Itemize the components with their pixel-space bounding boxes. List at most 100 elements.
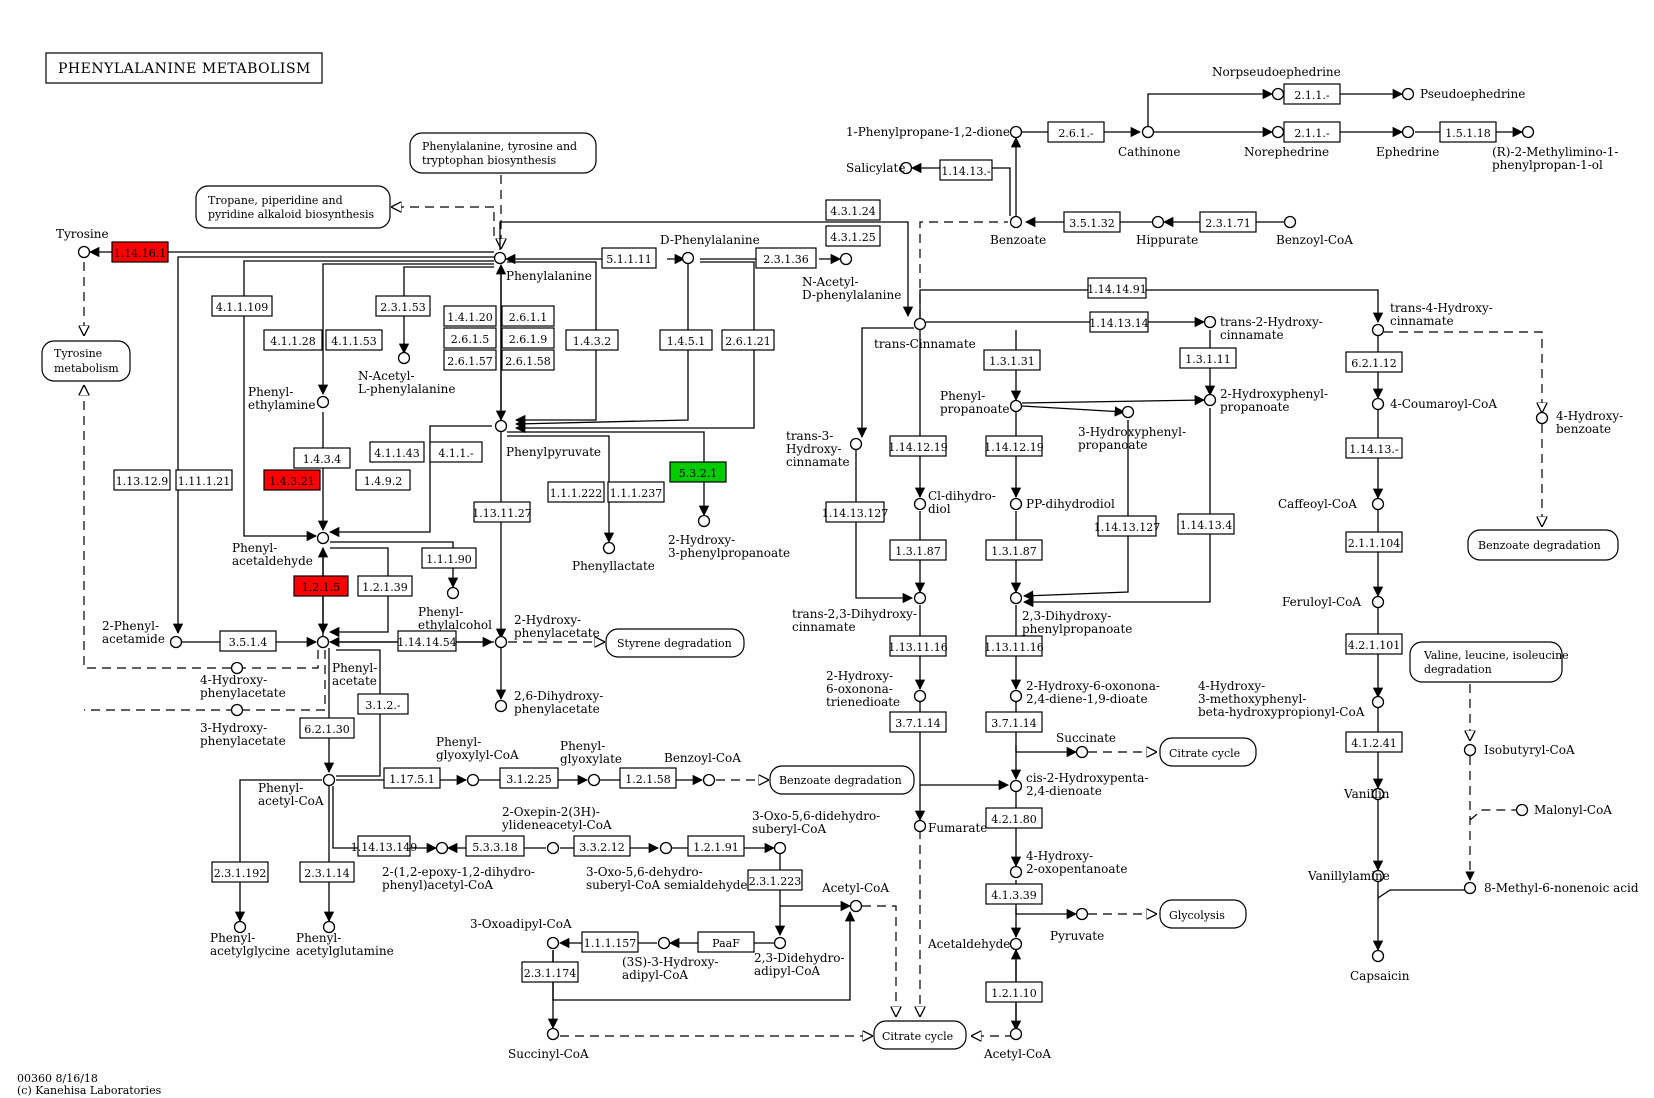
compound-node[interactable] xyxy=(1371,949,1385,963)
compound-node[interactable] xyxy=(913,689,927,703)
enzyme-box[interactable] xyxy=(1345,437,1403,459)
compound-node[interactable] xyxy=(1535,411,1549,425)
compound-node[interactable] xyxy=(899,161,913,175)
enzyme-box[interactable] xyxy=(1097,515,1157,537)
compound-node[interactable] xyxy=(1371,497,1385,511)
map-box[interactable] xyxy=(1409,641,1563,683)
enzyme-1-1-1-237[interactable]: 1.1.1.237 xyxy=(607,481,665,503)
enzyme-2-3-1-192[interactable]: 2.3.1.192 xyxy=(211,861,269,883)
compound-c43[interactable]: Benzoyl-CoA xyxy=(1276,215,1353,248)
enzyme-1-2-1-58[interactable]: 1.2.1.58 xyxy=(619,767,677,789)
compound-node[interactable] xyxy=(316,635,330,649)
enzyme-box[interactable] xyxy=(355,469,411,491)
enzyme-box[interactable] xyxy=(473,501,531,523)
map-box[interactable] xyxy=(41,340,131,382)
enzyme-box[interactable] xyxy=(825,501,885,523)
compound-node[interactable] xyxy=(316,395,330,409)
compound-node[interactable] xyxy=(1009,125,1023,139)
compound-node[interactable] xyxy=(849,437,863,451)
enzyme-box[interactable] xyxy=(357,835,411,857)
compound-node[interactable] xyxy=(1371,595,1385,609)
enzyme-2-3-1-14[interactable]: 2.3.1.14 xyxy=(299,861,355,883)
compound-c55[interactable]: 2-Hydroxy-6-oxonona-2,4-diene-1,9-dioate xyxy=(1009,679,1160,706)
compound-c65[interactable]: 4-Hydroxy-benzoate xyxy=(1535,409,1624,436)
compound-c31[interactable]: Phenyl-acetylglycine xyxy=(210,920,290,959)
enzyme-4-3-1-24[interactable]: 4.3.1.24 xyxy=(825,199,881,221)
enzyme-box[interactable] xyxy=(397,630,457,652)
compound-c29[interactable]: 2,3-Didehydro-adipyl-CoA xyxy=(754,936,845,979)
enzyme-box[interactable] xyxy=(211,861,269,883)
compound-node[interactable] xyxy=(1151,215,1165,229)
compound-node[interactable] xyxy=(1521,125,1535,139)
compound-c11[interactable]: Phenyl-acetate xyxy=(316,635,378,689)
compound-c53[interactable]: 2,3-Dihydroxy-phenylpropanoate xyxy=(1009,591,1133,637)
compound-node[interactable] xyxy=(1009,779,1023,793)
compound-node[interactable] xyxy=(1009,591,1023,605)
enzyme-box[interactable] xyxy=(443,327,497,349)
compound-node[interactable] xyxy=(169,635,183,649)
enzyme-1-13-11-27[interactable]: 1.13.11.27 xyxy=(472,501,532,523)
compound-node[interactable] xyxy=(494,699,508,713)
enzyme-box[interactable] xyxy=(1063,211,1121,233)
enzyme-box[interactable] xyxy=(747,869,803,891)
enzyme-box[interactable] xyxy=(421,547,477,569)
compound-node[interactable] xyxy=(1371,695,1385,709)
map-box[interactable] xyxy=(605,628,745,658)
compound-node[interactable] xyxy=(659,841,673,855)
compound-node[interactable] xyxy=(493,251,507,265)
compound-c14[interactable]: 2-Hydroxy-phenylacetate xyxy=(494,613,600,649)
enzyme-1-14-14-91[interactable]: 1.14.14.91 xyxy=(1087,277,1147,299)
enzyme-box[interactable] xyxy=(219,630,277,652)
map-box[interactable] xyxy=(1159,737,1257,767)
enzyme-1-11-1-21[interactable]: 1.11.1.21 xyxy=(175,469,233,491)
enzyme-1-4-5-1[interactable]: 1.4.5.1 xyxy=(659,329,713,351)
enzyme-box[interactable] xyxy=(1345,351,1403,373)
compound-node[interactable] xyxy=(702,773,716,787)
enzyme-box[interactable] xyxy=(1087,277,1147,299)
map-box[interactable] xyxy=(769,765,915,795)
enzyme-box[interactable] xyxy=(175,469,233,491)
enzyme-1-14-14-54[interactable]: 1.14.14.54 xyxy=(397,630,457,652)
enzyme-1-4-3-2[interactable]: 1.4.3.2 xyxy=(565,329,619,351)
compound-node[interactable] xyxy=(773,936,787,950)
enzyme-box[interactable] xyxy=(501,305,555,327)
compound-c68[interactable]: 4-Hydroxy-3-methoxyphenyl-beta-hydroxypr… xyxy=(1198,679,1385,719)
compound-c42[interactable]: Hippurate xyxy=(1136,215,1198,248)
enzyme-2-1-1-[interactable]: 2.1.1.- xyxy=(1283,83,1341,105)
enzyme-4-1-1-109[interactable]: 4.1.1.109 xyxy=(211,295,273,317)
compound-c67[interactable]: Feruloyl-CoA xyxy=(1282,595,1385,609)
enzyme-box[interactable] xyxy=(687,835,745,857)
map-box[interactable] xyxy=(1467,529,1619,561)
compound-c22[interactable]: 2-Oxepin-2(3H)-ylideneacetyl-CoA xyxy=(501,805,612,855)
enzyme-4-1-3-39[interactable]: 4.1.3.39 xyxy=(985,883,1043,905)
compound-node[interactable] xyxy=(397,351,411,365)
enzyme-box[interactable] xyxy=(369,441,425,463)
enzyme-4-3-1-25[interactable]: 4.3.1.25 xyxy=(825,225,881,247)
map-box[interactable] xyxy=(409,132,597,174)
enzyme-2-6-1-57[interactable]: 2.6.1.57 xyxy=(443,349,497,371)
enzyme-3-5-1-4[interactable]: 3.5.1.4 xyxy=(219,630,277,652)
compound-node[interactable] xyxy=(913,497,927,511)
compound-node[interactable] xyxy=(913,317,927,331)
enzyme-box[interactable] xyxy=(111,241,169,263)
enzyme-1-14-16-1[interactable]: 1.14.16.1 xyxy=(111,241,169,263)
enzyme-box[interactable] xyxy=(983,349,1041,371)
enzyme-box[interactable] xyxy=(1439,121,1497,143)
compound-c13[interactable]: 3-Hydroxy-phenylacetate xyxy=(200,703,286,749)
compound-c17[interactable]: 2-Hydroxy-3-phenylpropanoate xyxy=(668,514,790,561)
compound-node[interactable] xyxy=(435,841,449,855)
compound-node[interactable] xyxy=(1371,787,1385,801)
compound-node[interactable] xyxy=(1515,803,1529,817)
enzyme-box[interactable] xyxy=(573,835,631,857)
compound-c44[interactable]: trans-Cinnamate xyxy=(874,317,976,352)
enzyme-4-1-1-53[interactable]: 4.1.1.53 xyxy=(325,329,383,351)
enzyme-2-1-1-[interactable]: 2.1.1.- xyxy=(1283,121,1341,143)
compound-c52[interactable]: trans-2,3-Dihydroxy-cinnamate xyxy=(792,591,927,635)
enzyme-box[interactable] xyxy=(1345,633,1403,655)
enzyme-2-3-1-71[interactable]: 2.3.1.71 xyxy=(1199,211,1257,233)
map-box[interactable] xyxy=(1159,899,1247,929)
compound-c51[interactable]: PP-dihydrodiol xyxy=(1009,497,1115,511)
enzyme-box[interactable] xyxy=(755,247,817,269)
compound-node[interactable] xyxy=(1371,323,1385,337)
enzyme-1-2-1-91[interactable]: 1.2.1.91 xyxy=(687,835,745,857)
